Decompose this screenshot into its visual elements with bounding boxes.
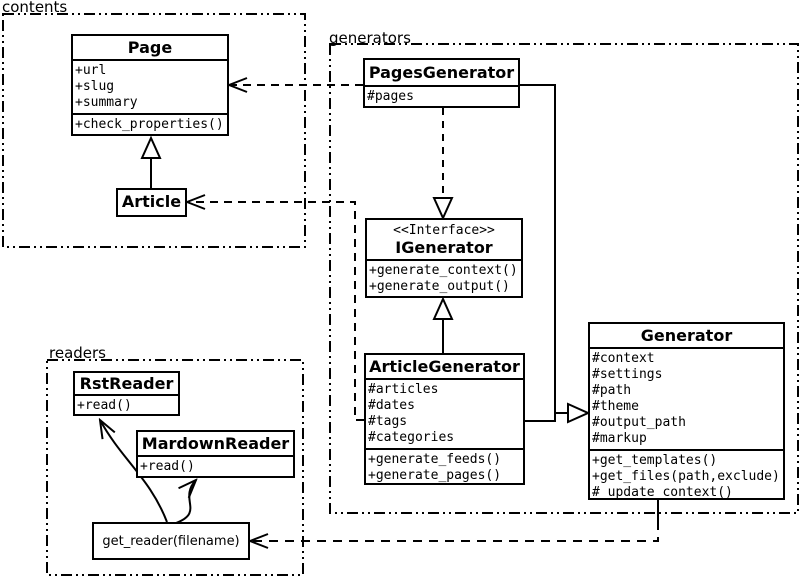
class-articlegenerator-attributes: #articles #dates #tags #categories [366,378,523,448]
class-article: Article [116,188,187,217]
edge-articlegenerator-uses-article [187,202,364,421]
class-articlegenerator: ArticleGenerator #articles #dates #tags … [364,353,525,485]
method: +read() [140,459,195,474]
class-pagesgenerator: PagesGenerator #pages [363,58,520,108]
method: +read() [77,398,132,413]
class-rstreader-methods: +read() [75,394,178,414]
package-generators-border [329,43,799,514]
edge-generator-uses-getreader [250,521,659,541]
attribute: +summary [75,95,138,110]
method: +generate_context() [369,263,518,278]
attribute: #settings [592,367,663,382]
class-pagesgenerator-attributes: #pages [365,85,518,106]
attribute: #path [592,383,632,398]
package-readers-label: readers [49,344,106,362]
attribute: #categories [368,430,455,445]
attribute: #tags [368,414,408,429]
class-igenerator-methods: +generate_context() +generate_output() [367,259,521,296]
method: #_update_context() [592,485,733,500]
class-page-attributes: +url +slug +summary [73,59,227,113]
package-generators-label: generators [329,29,411,47]
package-contents-label: contents [2,0,68,16]
attribute: #pages [367,89,414,104]
class-page-methods: +check_properties() [73,113,227,134]
class-generator-title: Generator [640,326,733,345]
method: +get_templates() [592,453,718,468]
attribute: +slug [75,79,115,94]
class-generator-methods: +get_templates() +get_files(path,exclude… [590,449,783,500]
class-rstreader-title: RstReader [79,374,174,393]
class-articlegenerator-title: ArticleGenerator [369,357,520,376]
attribute: #articles [368,382,439,397]
attribute: #context [592,351,655,366]
package-contents-border [2,13,306,248]
class-article-title: Article [121,192,182,211]
edge-articlegenerator-inherits-generator [525,413,588,421]
attribute: +url [75,63,107,78]
attribute: #theme [592,399,639,414]
method: +generate_feeds() [368,452,502,467]
class-igenerator-stereotype: <<Interface>> [393,223,495,238]
method: +generate_pages() [368,468,502,483]
node-getreader-label: get_reader(filename) [102,533,240,549]
class-rstreader: RstReader +read() [73,371,180,416]
class-generator-attributes: #context #settings #path #theme #output_… [590,347,783,449]
edge-pagesgenerator-inherits-generator [520,84,556,413]
package-readers-border [46,359,304,576]
class-igenerator-title: IGenerator [395,238,493,257]
class-markdownreader-title: MardownReader [141,434,290,453]
class-pagesgenerator-title: PagesGenerator [368,63,515,82]
attribute: #output_path [592,415,686,430]
method: +check_properties() [75,117,224,132]
attribute: #markup [592,431,647,446]
class-page-title: Page [127,38,173,57]
method: +generate_output() [369,279,510,294]
class-articlegenerator-methods: +generate_feeds() +generate_pages() [366,448,523,483]
class-page: Page +url +slug +summary +check_properti… [71,34,229,136]
edge-getreader-to-rstreader [100,420,168,523]
attribute: #dates [368,398,415,413]
class-markdownreader: MardownReader +read() [136,430,295,478]
method: +get_files(path,exclude) [592,469,780,484]
node-getreader: get_reader(filename) [92,522,250,560]
class-igenerator: <<Interface>> IGenerator +generate_conte… [365,218,523,298]
class-markdownreader-methods: +read() [138,455,293,476]
edge-getreader-to-markdownreader [175,480,196,524]
class-generator: Generator #context #settings #path #them… [588,322,785,500]
